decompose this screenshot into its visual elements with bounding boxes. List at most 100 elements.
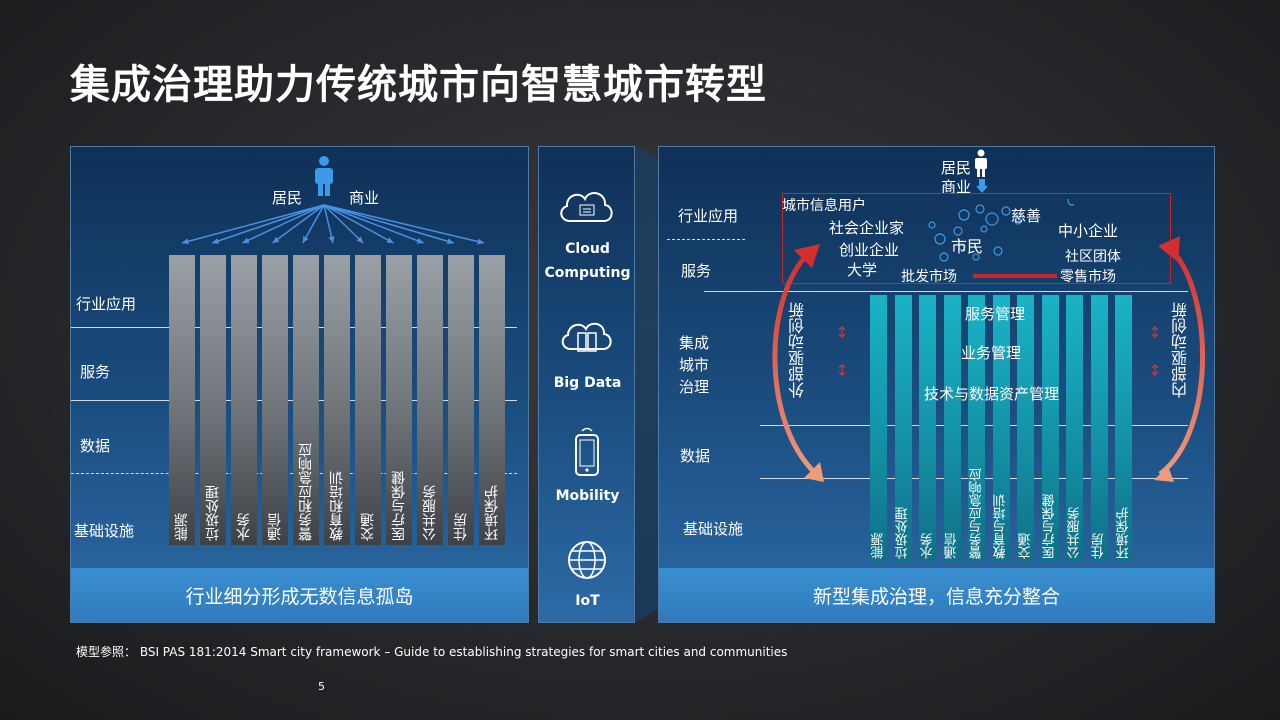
right-footer-caption: 新型集成治理，信息充分整合 (659, 568, 1214, 622)
tech-label-mobility: Mobility (555, 488, 620, 504)
sector-column-label: 环境保护 (1116, 507, 1131, 559)
page-number: 5 (318, 680, 325, 693)
distribution-arrow (323, 204, 455, 244)
expansion-connector (635, 146, 659, 623)
governance-tech-data-mgmt: 技术与数据资产管理 (924, 385, 1060, 403)
sector-column: 公共服务 (1066, 295, 1083, 561)
governance-business-mgmt: 业务管理 (961, 344, 1022, 362)
arrowhead (212, 238, 220, 244)
market-connector-bar (973, 274, 1057, 278)
layer-label-service: 服务 (80, 363, 111, 381)
sector-column-label: 警务和应急响应 (298, 443, 314, 541)
sector-column: 公共服务 (417, 255, 443, 545)
sector-column-label: 能源 (871, 533, 886, 559)
sector-column-label: 能源 (174, 513, 190, 541)
sector-column: 能源 (169, 255, 195, 545)
layer-label-data: 数据 (80, 437, 111, 455)
tech-label-cloud: Cloud Computing (544, 241, 631, 281)
sector-column-label: 公共服务 (1067, 507, 1082, 559)
distribution-arrow (181, 204, 325, 244)
user-label-resident: 居民 (272, 189, 303, 207)
sector-column: 能源 (870, 295, 887, 561)
distribution-arrow (323, 204, 334, 244)
distribution-arrow (242, 204, 325, 244)
sector-column: 通信 (262, 255, 288, 545)
distribution-arrow (272, 204, 325, 244)
sector-column: 警务和应急响应 (293, 255, 319, 545)
distribution-arrow (323, 204, 364, 244)
app-label-citizen: 市民 (951, 237, 984, 256)
sector-column: 医疗与保健 (386, 255, 412, 545)
layer-label-app: 行业应用 (678, 207, 739, 225)
sector-column-label: 交通 (360, 513, 376, 541)
divider (704, 291, 1188, 292)
sector-column-label: 垃圾处理 (205, 485, 221, 541)
sector-column: 交通 (1017, 295, 1034, 561)
user-label-business: 商业 (349, 189, 380, 207)
app-label-retail: 零售市场 (1060, 269, 1116, 285)
arrowhead (477, 238, 484, 245)
arrowhead (416, 237, 424, 244)
top-user-label: 居民 商业 (941, 159, 972, 196)
sector-column-label: 教育和培训 (329, 471, 345, 541)
layer-label-governance: 集成 城市 治理 (679, 334, 710, 396)
layer-label-infra: 基础设施 (74, 522, 135, 540)
tech-label-iot: IoT (575, 593, 600, 609)
sector-column: 医疗与保健 (1041, 295, 1059, 561)
distribution-arrows (181, 204, 485, 245)
sector-column: 教育和培训 (324, 255, 350, 545)
sector-column: 交通 (355, 255, 381, 545)
layer-label-data: 数据 (680, 447, 711, 465)
sector-column: 水务 (231, 255, 257, 545)
app-label-city-info-users: 城市信息用户 (782, 198, 866, 214)
divider (667, 239, 745, 240)
arrow-down-icon (976, 179, 988, 193)
database-icon (561, 322, 612, 352)
technology-panel: Cloud Computing Big Data Mobility IoT (538, 146, 635, 623)
sector-column-label: 住房 (1091, 533, 1107, 559)
cloud-icon (560, 192, 613, 222)
governance-service-mgmt: 服务管理 (965, 305, 1026, 323)
reference-note: 模型参照： BSI PAS 181:2014 Smart city framew… (76, 645, 788, 659)
arrowhead (302, 236, 309, 243)
layer-label-app: 行业应用 (76, 295, 137, 313)
sector-column-label: 交通 (1018, 533, 1033, 559)
app-label-sme: 中小企业 (1058, 222, 1119, 240)
sector-column-label: 警务与应急响应 (969, 468, 984, 559)
arrowhead (446, 238, 454, 245)
distribution-arrow (302, 204, 325, 244)
app-label-social-enterprise: 社会企业家 (829, 219, 905, 237)
sector-column-label: 住房 (453, 513, 469, 541)
sector-column: 垃圾处理 (894, 295, 912, 561)
left-panel-traditional-city: 居民 商业 行业应用 服务 数据 基础设施 能源垃圾处理水务通信警务和应急响应教… (70, 146, 529, 623)
layer-label-service: 服务 (681, 262, 712, 280)
arrowhead (272, 236, 280, 243)
arrowhead (182, 238, 189, 245)
arrowhead (328, 236, 335, 243)
sector-column: 教育与培训 (992, 295, 1010, 561)
distribution-arrow (323, 204, 424, 244)
bubble-cluster (928, 199, 1074, 262)
page-title: 集成治理助力传统城市向智慧城市转型 (70, 62, 767, 108)
layer-label-infra: 基础设施 (683, 520, 744, 538)
sector-column-label: 公共服务 (422, 485, 438, 541)
smartphone-icon (575, 427, 599, 476)
sector-column-label: 水务 (236, 513, 252, 541)
app-label-community: 社区团体 (1065, 249, 1121, 265)
internal-innovation-arrow (1154, 236, 1206, 482)
arrowhead (386, 237, 394, 243)
sector-column-label: 环境保护 (484, 485, 500, 541)
external-innovation-arrow (772, 244, 824, 482)
sector-column: 垃圾处理 (200, 255, 226, 545)
sector-column-label: 水务 (920, 533, 935, 559)
small-arrows-right (1151, 326, 1159, 376)
sector-column: 环境保护 (479, 255, 505, 545)
sector-column-label: 垃圾处理 (895, 507, 911, 559)
app-label-startup: 创业企业 (839, 241, 900, 259)
sector-column-label: 通信 (944, 533, 960, 559)
app-label-wholesale: 批发市场 (901, 269, 957, 285)
sector-column-label: 医疗与保健 (391, 471, 407, 541)
sector-column: 环境保护 (1115, 295, 1132, 561)
sector-column: 通信 (943, 295, 961, 561)
sector-column-label: 教育与培训 (993, 494, 1009, 559)
